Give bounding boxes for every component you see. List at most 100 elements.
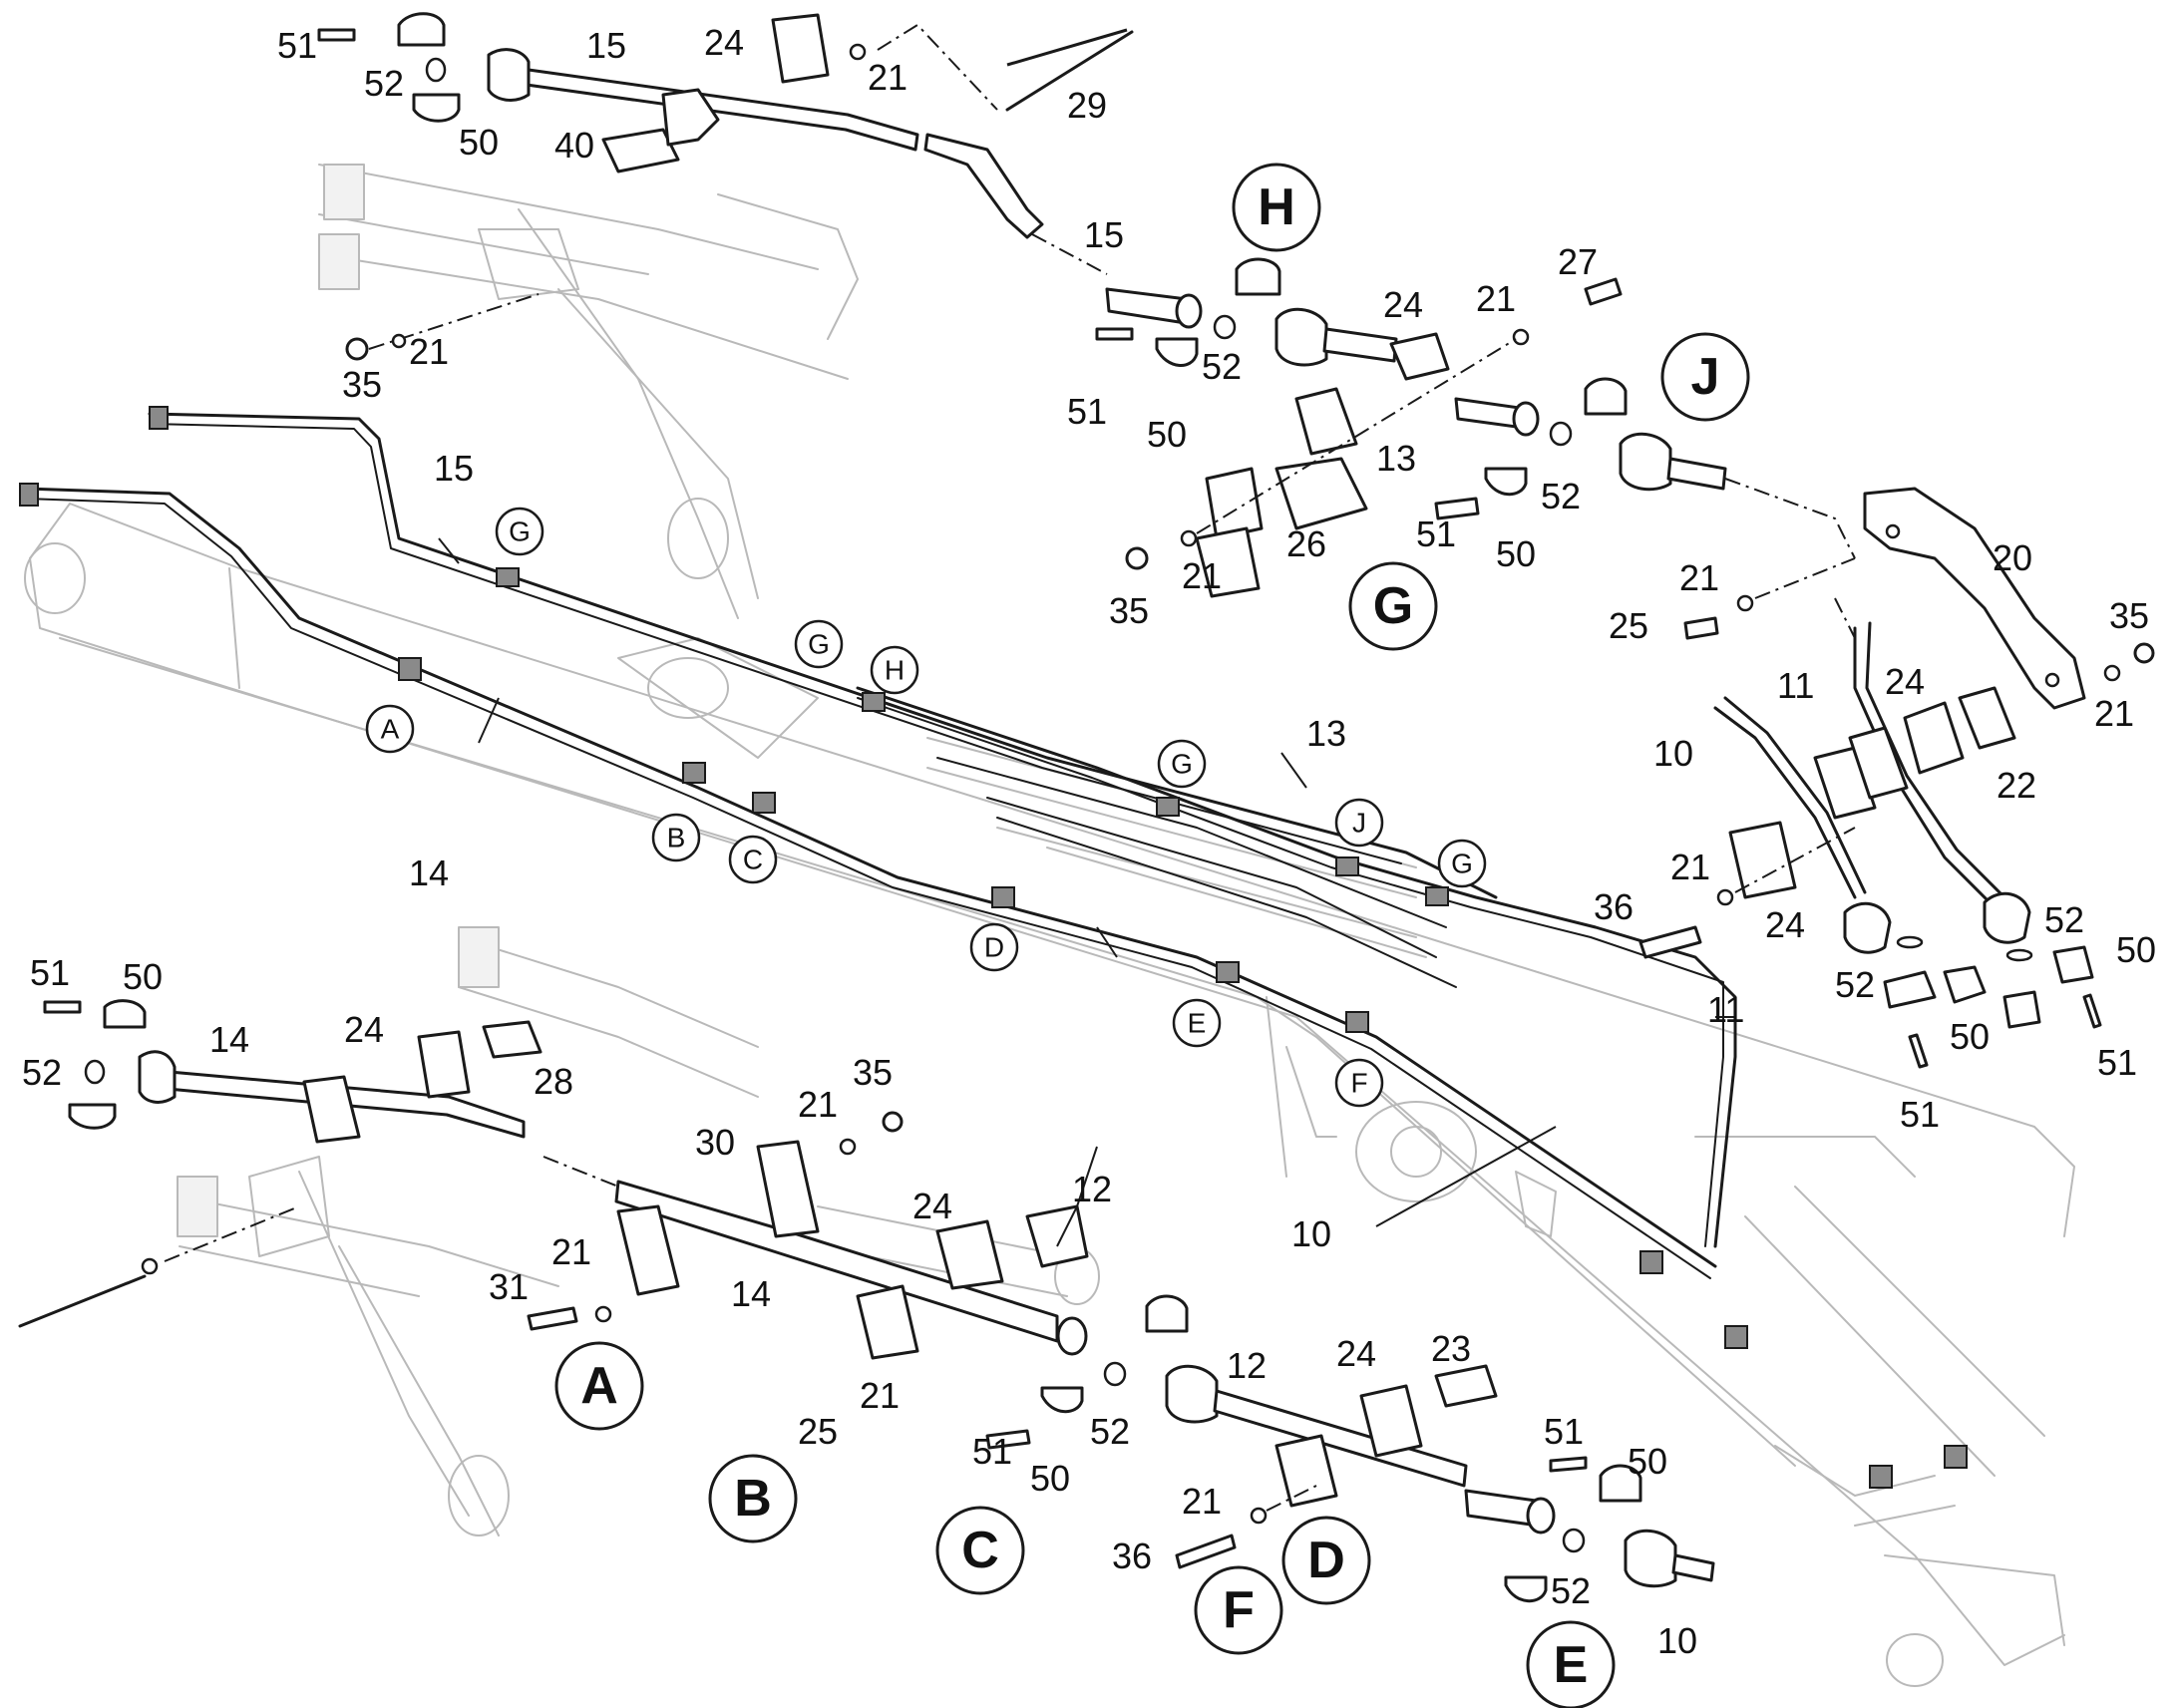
- part-number: 21: [409, 331, 449, 372]
- svg-text:G: G: [1171, 749, 1193, 780]
- detail-marker-b: B: [708, 1454, 798, 1543]
- part-number: 21: [1670, 847, 1710, 887]
- lower-right-assembly: [985, 1294, 1715, 1603]
- detail-marker-d-label: D: [1307, 1532, 1345, 1589]
- detail-marker-g-label: G: [1373, 577, 1413, 635]
- part-number: 15: [434, 448, 474, 489]
- svg-text:H: H: [885, 655, 905, 686]
- location-marker-f: F: [1334, 1058, 1384, 1108]
- svg-text:G: G: [1451, 849, 1473, 879]
- part-number: 21: [1182, 1481, 1222, 1522]
- location-marker-c: C: [728, 835, 778, 884]
- part-number: 15: [586, 25, 626, 66]
- part-number: 28: [534, 1061, 573, 1102]
- location-marker-j: J: [1334, 798, 1384, 848]
- part-number: 21: [1476, 278, 1516, 319]
- part-number: 35: [1109, 590, 1149, 631]
- part-number: 29: [1067, 85, 1107, 126]
- part-number: 52: [1835, 964, 1875, 1005]
- part-number: 11: [1777, 665, 1814, 706]
- detail-marker-c-label: C: [961, 1522, 999, 1579]
- part-number: 52: [1202, 346, 1242, 387]
- part-number: 50: [123, 956, 163, 997]
- location-marker-e: E: [1172, 998, 1222, 1048]
- part-number: 50: [1147, 414, 1187, 455]
- detail-marker-h: H: [1232, 163, 1321, 252]
- part-number: 25: [798, 1411, 838, 1452]
- svg-text:B: B: [667, 823, 686, 854]
- part-number: 24: [704, 22, 744, 63]
- boom-pipe-12: [936, 757, 1457, 988]
- part-number: 21: [1182, 555, 1222, 596]
- part-number: 21: [860, 1375, 900, 1416]
- part-number: 13: [1306, 713, 1346, 754]
- part-number: 50: [459, 122, 499, 163]
- part-number: 11: [1707, 989, 1744, 1030]
- part-number: 51: [1544, 1411, 1584, 1452]
- part-number: 36: [1594, 886, 1634, 927]
- location-marker-g-2: G: [794, 619, 844, 669]
- part-number: 24: [912, 1186, 952, 1226]
- part-number: 51: [1900, 1094, 1940, 1135]
- lower-cylinder-ghost: [177, 926, 1100, 1537]
- part-number: 25: [1609, 605, 1648, 646]
- detail-marker-c: C: [935, 1506, 1025, 1595]
- part-number: 13: [1376, 438, 1416, 479]
- lower-left-assembly: [18, 999, 1089, 1360]
- part-number: 12: [1227, 1345, 1267, 1386]
- part-number: 24: [1885, 661, 1925, 702]
- boom-pipe-15: [148, 412, 1498, 899]
- part-number: 52: [1551, 1570, 1591, 1611]
- boom-pipe-14: [23, 487, 1717, 1279]
- part-number: 52: [1090, 1411, 1130, 1452]
- part-number: 50: [1950, 1016, 1990, 1057]
- part-numbers-middle: 15 14 13 12 11 10: [409, 448, 1744, 1254]
- location-marker-b: B: [651, 813, 701, 862]
- part-number: 51: [277, 25, 317, 66]
- part-number: 14: [209, 1019, 249, 1060]
- part-numbers-right: 20 21 25 35 21 11 24 22 10 21 24 36 52 5…: [1594, 537, 2156, 1135]
- part-number: 35: [2109, 595, 2149, 636]
- part-number: 14: [731, 1273, 771, 1314]
- part-number: 30: [695, 1122, 735, 1163]
- location-marker-g-3: G: [1437, 839, 1487, 888]
- part-number: 27: [1558, 241, 1598, 282]
- svg-text:E: E: [1188, 1008, 1207, 1039]
- detail-marker-a: A: [554, 1341, 644, 1431]
- part-number: 22: [1997, 765, 2036, 806]
- detail-marker-e-label: E: [1554, 1636, 1589, 1694]
- part-number: 10: [1653, 733, 1693, 774]
- part-number: 36: [1112, 1536, 1152, 1576]
- part-number: 50: [1496, 533, 1536, 574]
- part-number: 15: [1084, 214, 1124, 255]
- part-number: 51: [972, 1431, 1012, 1472]
- detail-marker-f-label: F: [1223, 1581, 1255, 1639]
- part-number: 51: [30, 952, 70, 993]
- part-number: 23: [1431, 1328, 1471, 1369]
- detail-marker-h-label: H: [1258, 178, 1295, 236]
- svg-text:G: G: [509, 516, 531, 547]
- svg-text:C: C: [743, 845, 763, 875]
- part-number: 24: [1765, 904, 1805, 945]
- part-number: 52: [1541, 476, 1581, 516]
- part-numbers-upper-right: 15 52 51 50 24 21 27 13 51 50 52 21 26 3…: [1067, 214, 1598, 631]
- part-number: 20: [1993, 537, 2032, 578]
- part-number: 21: [798, 1084, 838, 1125]
- detail-marker-e: E: [1526, 1620, 1616, 1708]
- svg-text:G: G: [808, 629, 830, 660]
- part-numbers-lower-right: 24 25 21 51 50 52 12 24 23 21 36 51 50 5…: [798, 1186, 1697, 1661]
- part-number: 35: [853, 1052, 893, 1093]
- part-numbers-lower-left: 51 50 52 14 24 28 30 21 35 21 31 14: [22, 952, 893, 1314]
- detail-marker-g: G: [1348, 561, 1438, 651]
- part-number: 52: [2044, 899, 2084, 940]
- part-number: 51: [1416, 513, 1456, 554]
- part-number: 50: [2116, 929, 2156, 970]
- pipe-clamps-on-boom: [19, 406, 1968, 1489]
- part-numbers-top: 51 52 50 15 40 24 21 29 35 21: [277, 22, 1107, 405]
- leader-lines: [438, 537, 1735, 1247]
- location-marker-h: H: [870, 645, 919, 695]
- detail-marker-j-label: J: [1691, 348, 1720, 406]
- right-bracket-assembly: [1638, 487, 2155, 1069]
- svg-text:F: F: [1350, 1068, 1367, 1099]
- svg-text:D: D: [984, 932, 1004, 963]
